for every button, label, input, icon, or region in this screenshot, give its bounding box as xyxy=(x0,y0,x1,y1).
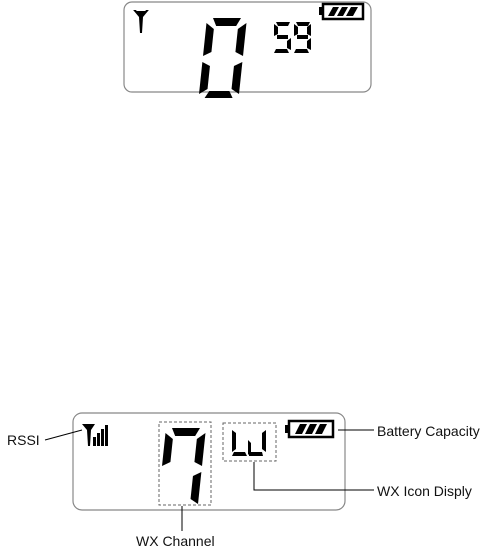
wx-channel-label: WX Channel xyxy=(136,533,215,549)
bottom-channel-digit xyxy=(158,428,206,504)
antenna-icon xyxy=(133,10,149,33)
rssi-label: RSSI xyxy=(7,432,40,448)
battery-icon xyxy=(319,4,363,19)
rssi-callout-line xyxy=(45,430,82,440)
top-lcd-display xyxy=(124,2,371,98)
bottom-battery-icon xyxy=(285,421,333,437)
wx-icon-display-label: WX Icon Disply xyxy=(377,483,472,499)
top-channel-digit xyxy=(199,18,247,98)
top-sub-digits xyxy=(274,22,311,53)
rssi-signal-icon xyxy=(82,424,108,446)
bottom-lcd-display xyxy=(45,413,374,531)
wx-icon-callout-line xyxy=(254,462,374,490)
wx-icon xyxy=(232,430,266,456)
battery-capacity-label: Battery Capacity xyxy=(377,423,480,439)
